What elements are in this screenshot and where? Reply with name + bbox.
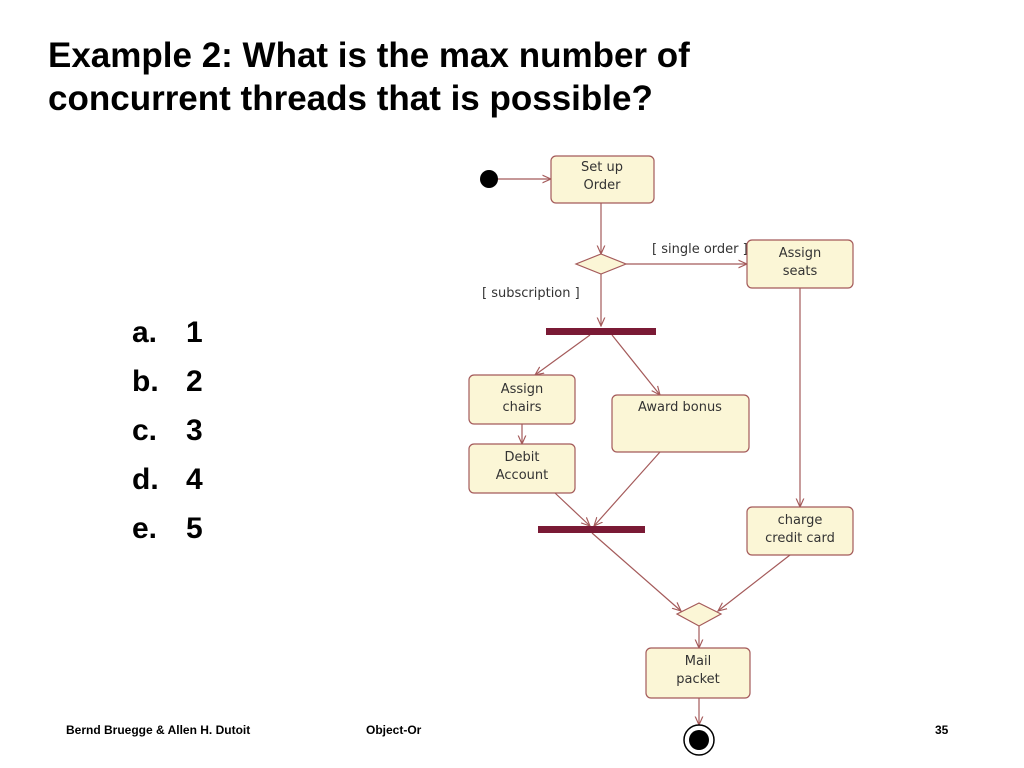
title-line-1: Example 2: What is the max number of xyxy=(48,36,690,75)
activity-assign-seats: Assign seats xyxy=(746,239,854,289)
page-number: 35 xyxy=(935,723,949,737)
fork-bar xyxy=(546,328,656,335)
activity-setup-order: Set up Order xyxy=(550,155,655,204)
activity-label: Set up xyxy=(581,160,623,175)
option-e: e. 5 xyxy=(132,504,203,553)
answer-options: a. 1 b. 2 c. 3 d. 4 e. 5 xyxy=(132,308,203,553)
option-d: d. 4 xyxy=(132,455,203,504)
activity-assign-chairs: Assign chairs xyxy=(468,374,576,425)
activity-label: charge xyxy=(778,513,823,528)
option-value: 2 xyxy=(186,365,203,398)
activity-charge-credit-card: charge credit card xyxy=(746,506,854,556)
option-b: b. 2 xyxy=(132,357,203,406)
edge-fork-to-assign-chairs xyxy=(535,334,591,375)
activity-label: Assign xyxy=(501,382,544,397)
merge-node xyxy=(675,602,723,627)
footer-authors: Bernd Bruegge & Allen H. Dutoit xyxy=(66,723,251,737)
activity-label: chairs xyxy=(502,400,541,415)
option-value: 5 xyxy=(186,512,203,545)
option-c: c. 3 xyxy=(132,406,203,455)
footer-course: Object-Or xyxy=(366,723,422,737)
option-a: a. 1 xyxy=(132,308,203,357)
option-value: 4 xyxy=(186,463,203,496)
slide-title: Example 2: What is the max number of con… xyxy=(48,34,948,120)
guard-single-order: [ single order ] xyxy=(652,242,748,257)
activity-label: Debit xyxy=(505,450,540,465)
option-letter: a. xyxy=(132,316,158,349)
title-line-2: concurrent threads that is possible? xyxy=(48,79,653,118)
final-node xyxy=(683,724,715,756)
option-letter: d. xyxy=(132,463,159,496)
activity-label: seats xyxy=(783,264,818,279)
activity-debit-account: Debit Account xyxy=(468,443,576,494)
activity-label: Assign xyxy=(779,246,822,261)
activity-label: credit card xyxy=(765,531,835,546)
activity-label: Mail xyxy=(685,654,711,669)
edge-charge-to-merge xyxy=(718,554,791,611)
option-letter: b. xyxy=(132,365,159,398)
join-bar xyxy=(538,526,645,533)
edge-fork-to-award-bonus xyxy=(611,334,660,395)
activity-label: packet xyxy=(676,672,720,687)
edge-award-bonus-to-join xyxy=(594,451,661,526)
option-value: 3 xyxy=(186,414,203,447)
activity-label: Order xyxy=(584,178,622,193)
option-letter: c. xyxy=(132,414,158,447)
edge-join-to-merge xyxy=(591,532,681,611)
decision-node xyxy=(574,253,628,275)
activity-award-bonus: Award bonus xyxy=(611,394,750,453)
initial-node xyxy=(480,170,498,188)
option-letter: e. xyxy=(132,512,158,545)
activity-mail-packet: Mail packet xyxy=(645,647,751,699)
guard-subscription: [ subscription ] xyxy=(482,286,580,301)
option-value: 1 xyxy=(186,316,203,349)
activity-label: Award bonus xyxy=(638,400,722,415)
edge-debit-to-join xyxy=(554,492,590,526)
activity-label: Account xyxy=(496,468,549,483)
